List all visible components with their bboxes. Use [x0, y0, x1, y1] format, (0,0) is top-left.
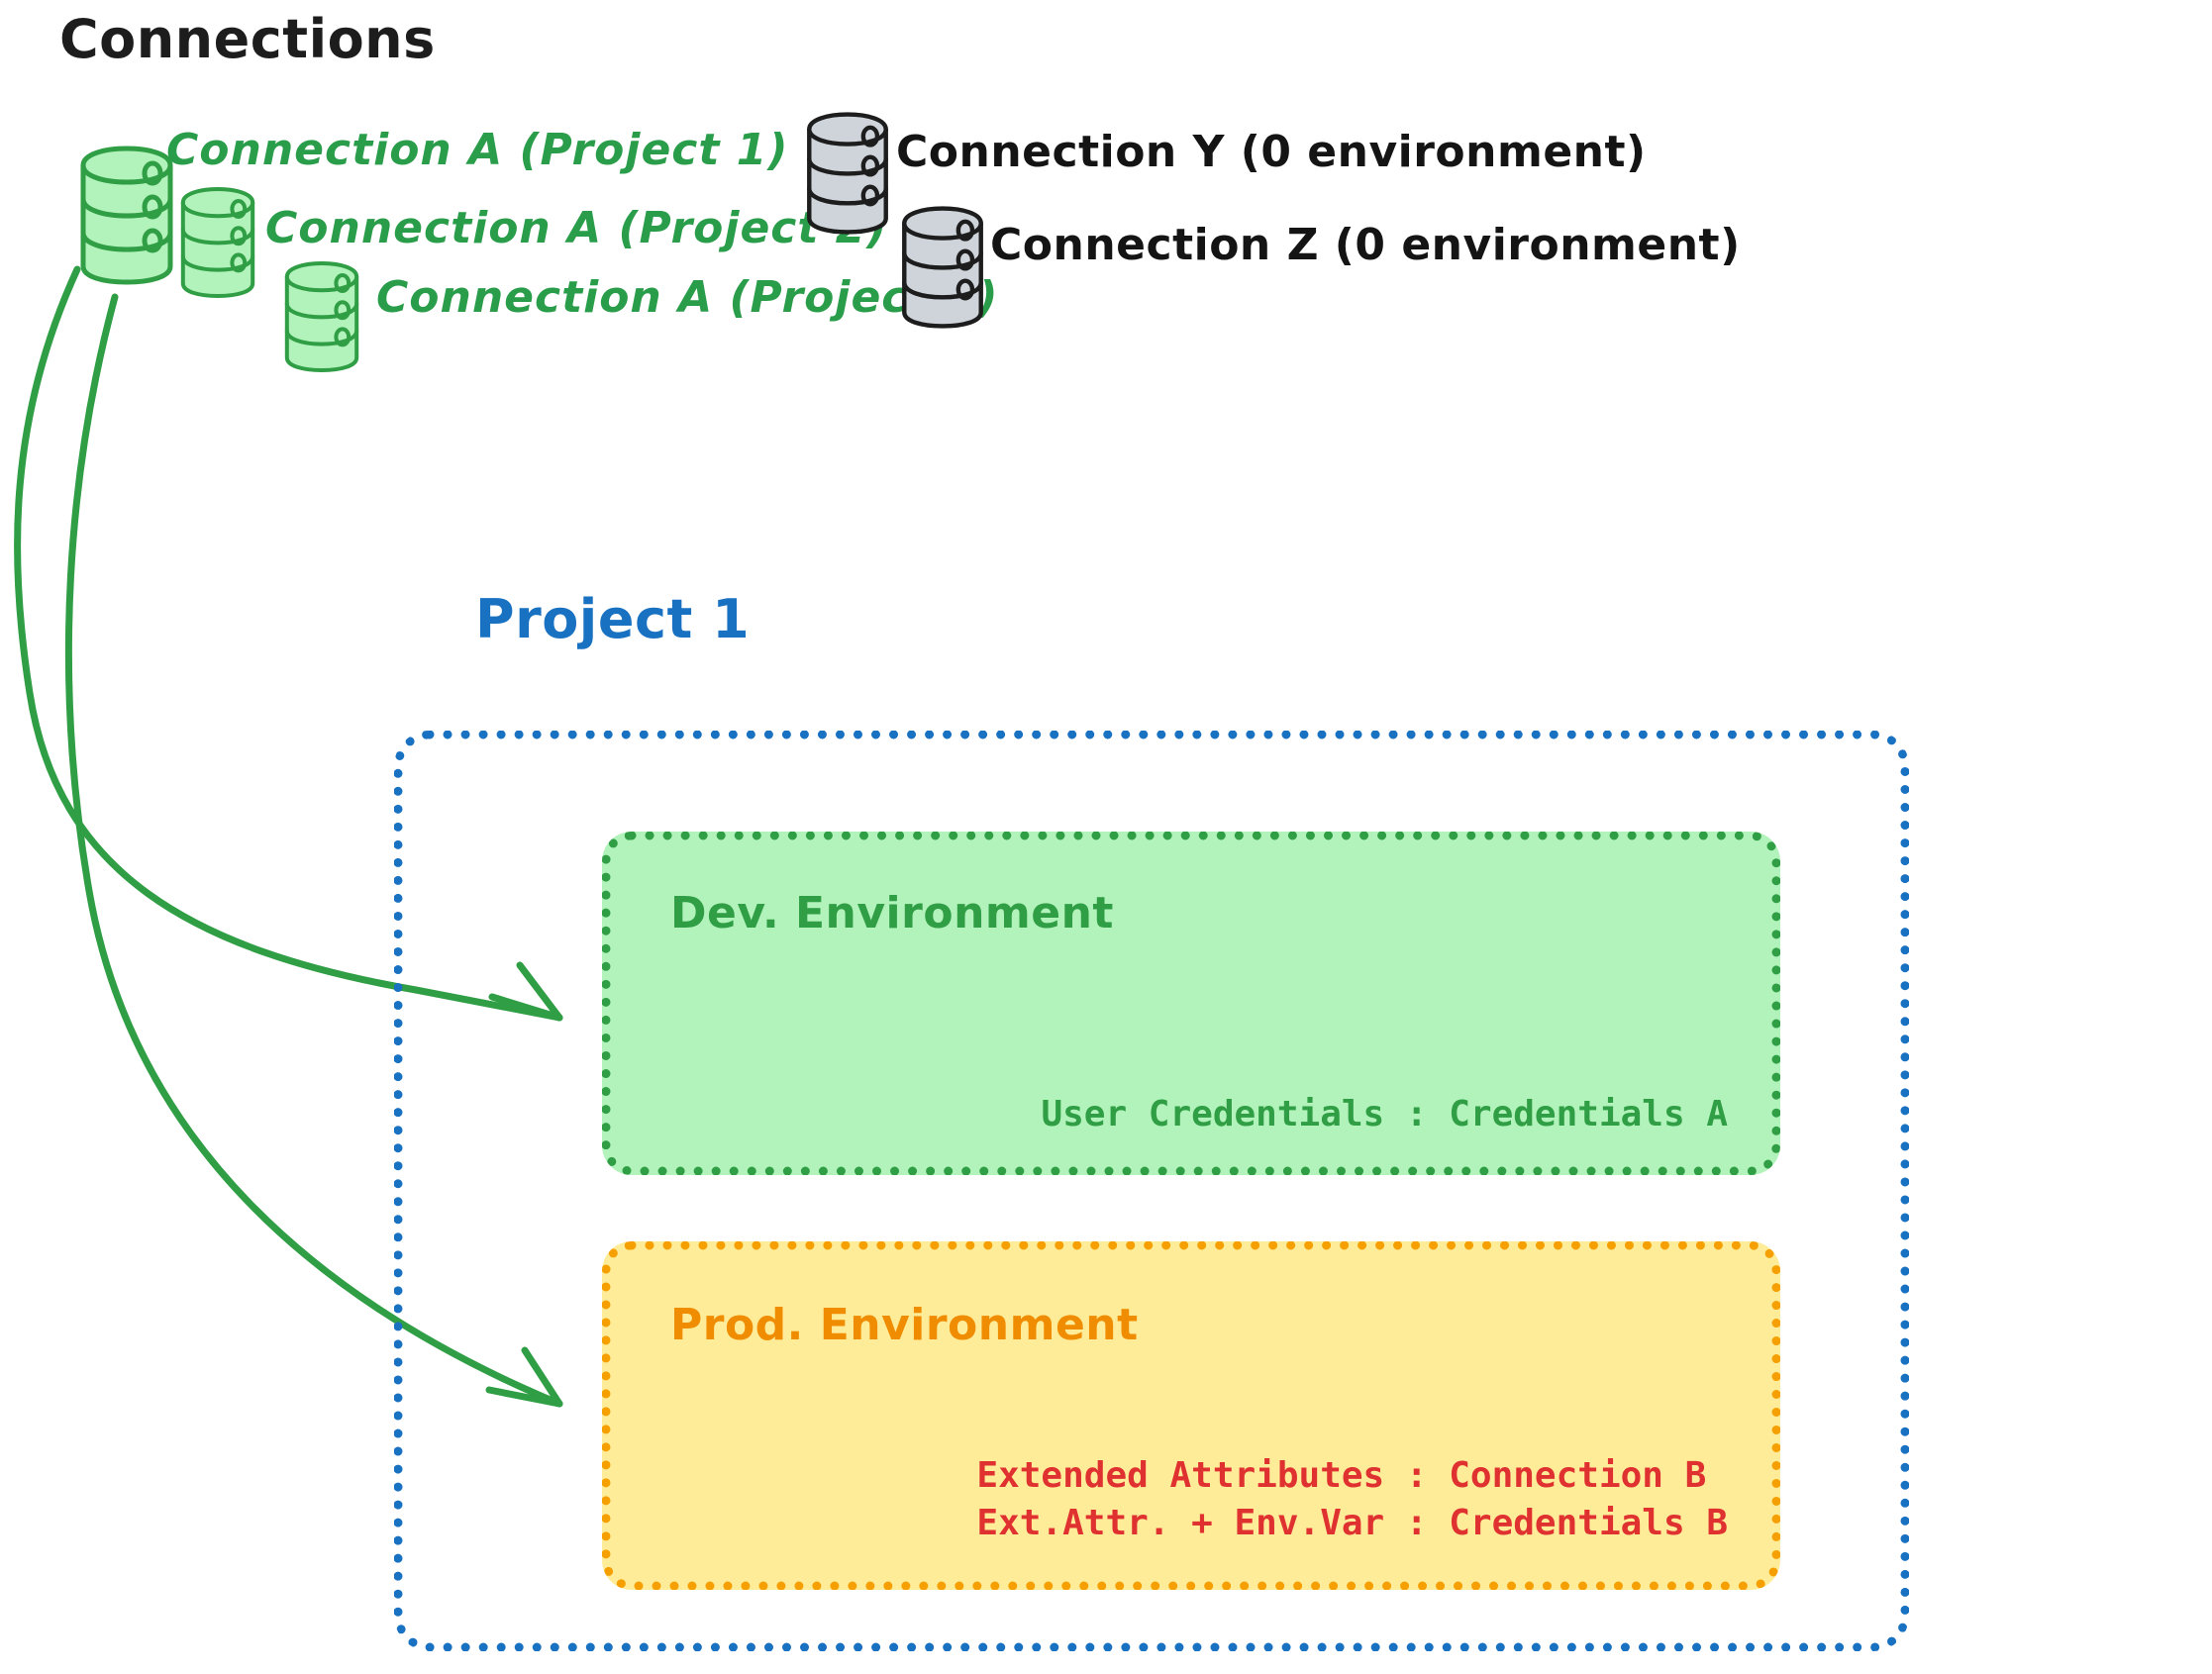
database-icon-connection-a-project-1[interactable]	[77, 144, 176, 287]
dev-environment-title: Dev. Environment	[670, 888, 1114, 938]
prod-row-ext-attr-env-var: Ext.Attr. + Env.Var : Credentials B	[976, 1502, 1728, 1543]
database-icon-connection-a-project-3[interactable]	[282, 257, 361, 376]
database-icon-connection-a-project-2[interactable]	[178, 183, 257, 302]
dev-environment-rows: User Credentials : Credentials A	[1041, 1091, 1728, 1138]
connection-label-y: Connection Y (0 environment)	[896, 127, 1647, 177]
connection-label-a-project-1: Connection A (Project 1)	[166, 125, 789, 175]
dev-row-user-credentials: User Credentials : Credentials A	[1041, 1093, 1728, 1134]
prod-environment-title: Prod. Environment	[670, 1300, 1139, 1350]
database-icon-connection-y[interactable]	[804, 109, 891, 238]
prod-environment-rows: Extended Attributes : Connection B Ext.A…	[976, 1452, 1728, 1547]
database-icon-connection-z[interactable]	[899, 203, 986, 332]
dev-environment-box[interactable]: Dev. Environment User Credentials : Cred…	[602, 832, 1780, 1175]
connection-label-a-project-2: Connection A (Project 2)	[265, 203, 888, 253]
connection-label-z: Connection Z (0 environment)	[990, 220, 1741, 270]
project-title: Project 1	[475, 588, 751, 650]
prod-environment-box[interactable]: Prod. Environment Extended Attributes : …	[602, 1241, 1780, 1590]
page-title: Connections	[59, 8, 436, 70]
prod-row-extended-attributes: Extended Attributes : Connection B	[976, 1454, 1707, 1496]
